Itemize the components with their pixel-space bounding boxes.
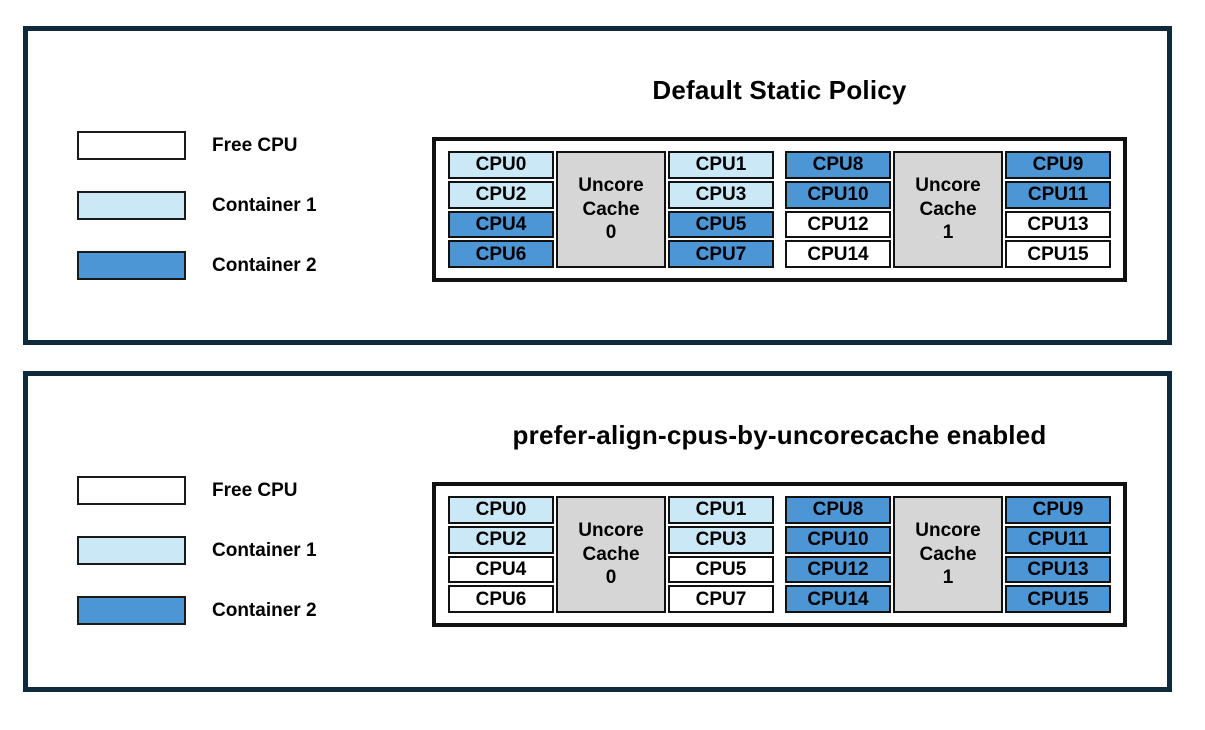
cpu-cell: CPU6 — [448, 585, 554, 613]
uncore-cache-1: Uncore Cache 1 — [893, 151, 1003, 268]
cpu-cell: CPU13 — [1005, 210, 1111, 239]
legend-swatch-free-cpu — [77, 131, 186, 160]
cpu-cell: CPU0 — [448, 151, 554, 179]
cpu-cell: CPU15 — [1005, 240, 1111, 268]
uncore-cache-label-line: 0 — [605, 222, 617, 244]
cpu-cell: CPU11 — [1005, 525, 1111, 554]
legend-item-container-2: Container 2 — [77, 596, 317, 625]
cpu-cell: CPU7 — [668, 585, 774, 613]
cpu-column-left: CPU0 CPU2 CPU4 CPU6 — [448, 151, 554, 268]
legend-label: Container 1 — [212, 194, 317, 216]
cpu-column-right: CPU1 CPU3 CPU5 CPU7 — [668, 151, 774, 268]
cpu-cell: CPU5 — [668, 210, 774, 239]
legend-item-container-2: Container 2 — [77, 251, 317, 280]
uncore-cache-label-line: Cache — [582, 198, 640, 220]
cpu-cell: CPU15 — [1005, 585, 1111, 613]
cpu-cell: CPU2 — [448, 180, 554, 209]
legend: Free CPU Container 1 Container 2 — [77, 476, 317, 625]
panel-prefer-align-cpus-by-uncorecache: prefer-align-cpus-by-uncorecache enabled… — [23, 371, 1172, 692]
uncore-cache-label-line: 1 — [942, 567, 954, 589]
cpu-cell: CPU9 — [1005, 151, 1111, 179]
cpu-cell: CPU0 — [448, 496, 554, 524]
uncore-cache-label-line: Cache — [919, 543, 977, 565]
uncore-cache-group-1: CPU8 CPU10 CPU12 CPU14 Uncore Cache 1 CP… — [785, 496, 1111, 613]
cpu-column-right: CPU9 CPU11 CPU13 CPU15 — [1005, 151, 1111, 268]
cpu-topology-box: CPU0 CPU2 CPU4 CPU6 Uncore Cache 0 CPU1 … — [432, 137, 1127, 282]
cpu-cell: CPU11 — [1005, 180, 1111, 209]
cpu-cell: CPU10 — [785, 525, 891, 554]
cpu-cell: CPU1 — [668, 151, 774, 179]
legend-item-container-1: Container 1 — [77, 536, 317, 565]
uncore-cache-label-line: 1 — [942, 222, 954, 244]
cpu-cell: CPU12 — [785, 210, 891, 239]
cpu-cell: CPU1 — [668, 496, 774, 524]
legend-swatch-container-2 — [77, 596, 186, 625]
cpu-topology-box: CPU0 CPU2 CPU4 CPU6 Uncore Cache 0 CPU1 … — [432, 482, 1127, 627]
cpu-column-right: CPU9 CPU11 CPU13 CPU15 — [1005, 496, 1111, 613]
cpu-cell: CPU14 — [785, 240, 891, 268]
cpu-cell: CPU12 — [785, 555, 891, 584]
legend-item-free-cpu: Free CPU — [77, 131, 317, 160]
cpu-cell: CPU13 — [1005, 555, 1111, 584]
cpu-cell: CPU3 — [668, 180, 774, 209]
uncore-cache-label-line: Uncore — [578, 174, 644, 196]
uncore-cache-1: Uncore Cache 1 — [893, 496, 1003, 613]
legend-label: Free CPU — [212, 479, 298, 501]
panel-title: prefer-align-cpus-by-uncorecache enabled — [512, 420, 1047, 450]
uncore-cache-label-line: Cache — [582, 543, 640, 565]
legend-label: Container 2 — [212, 599, 317, 621]
cpu-cell: CPU6 — [448, 240, 554, 268]
legend: Free CPU Container 1 Container 2 — [77, 131, 317, 280]
cpu-column-left: CPU8 CPU10 CPU12 CPU14 — [785, 151, 891, 268]
cpu-cell: CPU2 — [448, 525, 554, 554]
uncore-cache-group-1: CPU8 CPU10 CPU12 CPU14 Uncore Cache 1 CP… — [785, 151, 1111, 268]
cpu-cell: CPU8 — [785, 496, 891, 524]
cpu-cell: CPU3 — [668, 525, 774, 554]
uncore-cache-label-line: Uncore — [915, 519, 981, 541]
legend-swatch-container-1 — [77, 191, 186, 220]
uncore-cache-label-line: Uncore — [915, 174, 981, 196]
cpu-column-right: CPU1 CPU3 CPU5 CPU7 — [668, 496, 774, 613]
cpu-cell: CPU9 — [1005, 496, 1111, 524]
cpu-cell: CPU4 — [448, 555, 554, 584]
legend-item-container-1: Container 1 — [77, 191, 317, 220]
uncore-cache-label-line: Uncore — [578, 519, 644, 541]
panel-default-static-policy: Default Static Policy Free CPU Container… — [23, 26, 1172, 345]
uncore-cache-label-line: 0 — [605, 567, 617, 589]
legend-item-free-cpu: Free CPU — [77, 476, 317, 505]
uncore-cache-group-0: CPU0 CPU2 CPU4 CPU6 Uncore Cache 0 CPU1 … — [448, 496, 774, 613]
legend-swatch-free-cpu — [77, 476, 186, 505]
cpu-cell: CPU5 — [668, 555, 774, 584]
cpu-column-left: CPU8 CPU10 CPU12 CPU14 — [785, 496, 891, 613]
cpu-cell: CPU7 — [668, 240, 774, 268]
cpu-column-left: CPU0 CPU2 CPU4 CPU6 — [448, 496, 554, 613]
cpu-cell: CPU10 — [785, 180, 891, 209]
legend-label: Container 2 — [212, 254, 317, 276]
uncore-cache-label-line: Cache — [919, 198, 977, 220]
legend-label: Free CPU — [212, 134, 298, 156]
cpu-cell: CPU8 — [785, 151, 891, 179]
legend-label: Container 1 — [212, 539, 317, 561]
legend-swatch-container-2 — [77, 251, 186, 280]
cpu-cell: CPU14 — [785, 585, 891, 613]
legend-swatch-container-1 — [77, 536, 186, 565]
uncore-cache-0: Uncore Cache 0 — [556, 151, 666, 268]
uncore-cache-group-0: CPU0 CPU2 CPU4 CPU6 Uncore Cache 0 CPU1 … — [448, 151, 774, 268]
panel-title: Default Static Policy — [652, 75, 907, 105]
uncore-cache-0: Uncore Cache 0 — [556, 496, 666, 613]
cpu-cell: CPU4 — [448, 210, 554, 239]
